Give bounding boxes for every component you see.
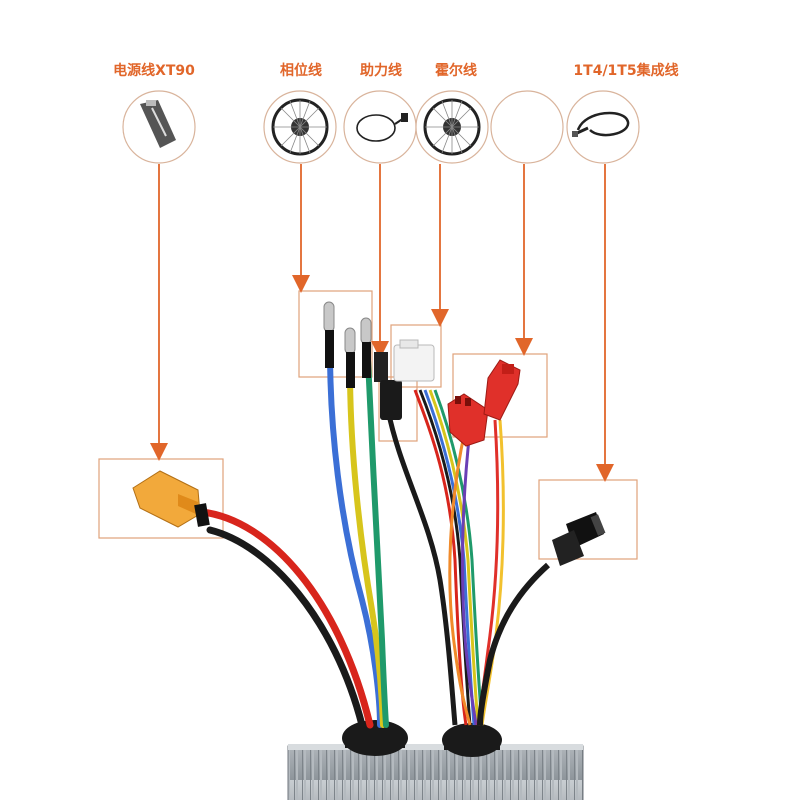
xt90-connector — [132, 470, 210, 528]
integrated-cable — [477, 562, 550, 726]
hall-icon-circle — [415, 90, 489, 164]
empty-icon-circle — [490, 90, 564, 164]
label-hall: 霍尔线 — [435, 63, 477, 79]
power-icon-circle — [122, 90, 196, 164]
phase-icon-circle — [263, 90, 337, 164]
callout-box-phase — [298, 290, 373, 378]
cable-grommet-right — [442, 723, 502, 757]
xt90-plug-icon — [140, 100, 176, 148]
label-assist: 助力线 — [360, 63, 402, 79]
label-power: 电源线XT90 — [113, 63, 195, 79]
integrated-connector — [552, 512, 606, 566]
red-connector-left — [447, 393, 489, 447]
cable-grommet-left — [342, 720, 408, 756]
hall-connector — [393, 339, 435, 382]
callout-box-hall — [390, 324, 442, 388]
label-integrated: 1T4/1T5集成线 — [573, 63, 679, 79]
assist-icon-circle — [343, 90, 417, 164]
phase-wires — [327, 347, 389, 728]
pas-sensor-cable-icon — [356, 113, 408, 142]
integrated-cable-icon — [572, 111, 630, 137]
motor-wheel-icon — [271, 98, 329, 156]
assist-wire — [385, 409, 458, 726]
assist-plug — [374, 352, 402, 420]
label-phase: 相位线 — [280, 63, 322, 79]
power-wires — [198, 508, 374, 729]
red-connector-wires — [448, 419, 505, 726]
phase-terminals — [323, 301, 372, 388]
motor-wheel-icon — [423, 98, 481, 156]
callout-box-integrated — [538, 479, 638, 560]
red-connector-right — [483, 359, 521, 421]
controller-body — [287, 744, 584, 800]
integrated-icon-circle — [566, 90, 640, 164]
